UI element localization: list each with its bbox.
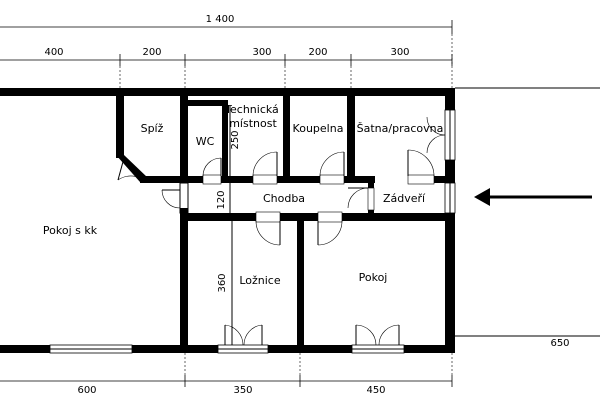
dim-technicka-depth: 250 xyxy=(230,130,241,149)
windows xyxy=(49,109,456,354)
dim-total-width: 1 400 xyxy=(206,14,235,25)
dim-segment-4: 200 xyxy=(308,47,327,58)
room-wc: WC xyxy=(196,135,215,148)
dim-segment-2: 200 xyxy=(142,47,161,58)
room-chodba: Chodba xyxy=(263,192,305,205)
room-pokoj-kk: Pokoj s kk xyxy=(43,224,98,237)
dim-bottom-2: 350 xyxy=(233,385,252,396)
room-pokoj: Pokoj xyxy=(359,271,388,284)
top-dimensions: 1 400 400 200 300 200 300 xyxy=(0,14,453,88)
room-loznice: Ložnice xyxy=(239,274,281,287)
dim-chodba-depth: 120 xyxy=(216,190,227,209)
interior-dimensions: 250 120 360 xyxy=(216,106,241,345)
dim-bottom-3: 450 xyxy=(366,385,385,396)
dim-outside-650: 650 xyxy=(550,338,569,349)
room-spiz: Spíž xyxy=(141,122,164,135)
doors xyxy=(117,116,446,346)
room-satna: Šatna/pracovna xyxy=(357,122,444,135)
dim-loznice-depth: 360 xyxy=(217,273,228,292)
room-labels: Spíž WC Technická místnost Koupelna Šatn… xyxy=(43,103,443,287)
dim-segment-3: 300 xyxy=(252,47,271,58)
dim-bottom-1: 600 xyxy=(77,385,96,396)
room-technicka-line2: místnost xyxy=(229,117,277,130)
room-zadver: Zádveří xyxy=(383,192,426,205)
bottom-dimensions: 600 350 450 xyxy=(0,353,453,396)
room-technicka-line1: Technická xyxy=(224,103,279,116)
room-koupelna: Koupelna xyxy=(293,122,344,135)
dim-segment-1: 400 xyxy=(44,47,63,58)
outside-dimension: 650 xyxy=(455,87,600,349)
dim-segment-5: 300 xyxy=(390,47,409,58)
arrow-left-icon xyxy=(474,188,592,206)
